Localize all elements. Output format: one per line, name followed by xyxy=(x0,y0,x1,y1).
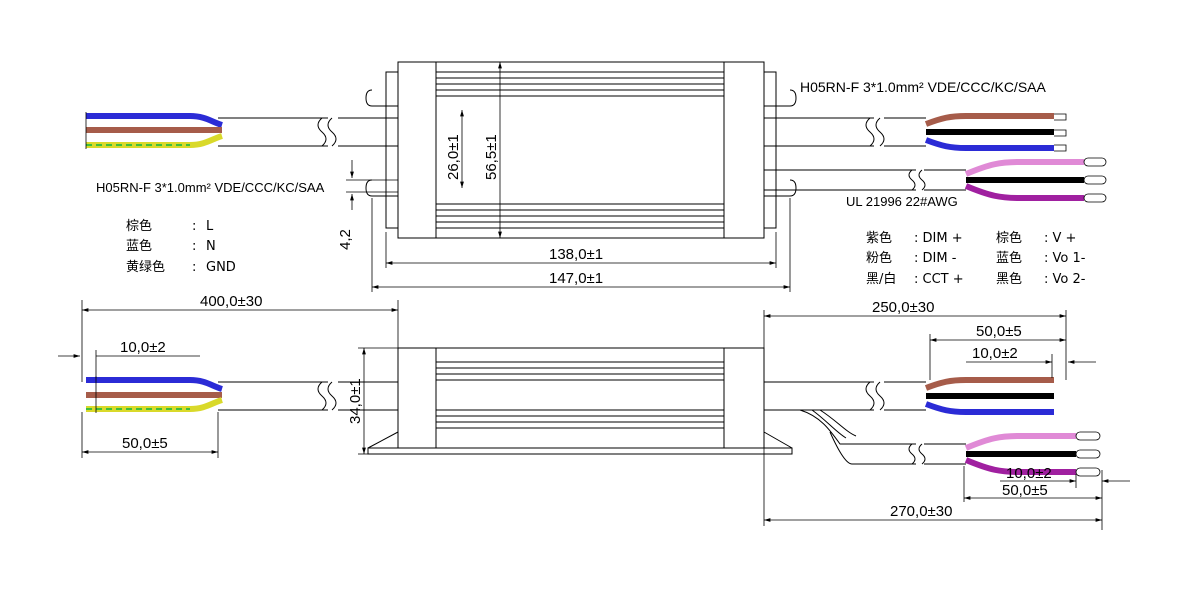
legend-signal: : Vo 1- xyxy=(1044,251,1086,266)
dim-signal-jacket-label: 50,0±5 xyxy=(1002,482,1048,499)
dim-output-strip-label: 10,0±2 xyxy=(972,345,1018,362)
legend-color: 黑色 xyxy=(996,271,1022,287)
output-legend: 紫色 : DIM + 棕色 : V + 粉色 : DIM - 蓝色 : Vo 1… xyxy=(866,230,1086,287)
top-output-cable xyxy=(764,117,926,147)
dim-output-strip: 10,0±2 xyxy=(966,345,1096,378)
legend-color: 粉色 xyxy=(866,250,892,266)
dim-body-length: 138,0±1 xyxy=(385,232,777,268)
top-view: 26,0±1 56,5±1 4,2 138,0±1 147,0±1 H05RN-… xyxy=(85,61,1107,292)
legend-sep: : xyxy=(192,219,196,234)
legend-color: 蓝色 xyxy=(996,250,1022,266)
dim-signal-cable: 270,0±30 xyxy=(763,448,1102,526)
dim-input-jacket-label: 50,0±5 xyxy=(122,435,168,452)
legend-signal: : DIM + xyxy=(914,231,963,246)
legend-sep: : xyxy=(192,239,196,254)
legend-sep: : xyxy=(192,260,196,275)
dim-signal-strip: 10,0±2 xyxy=(1000,465,1130,488)
dim-outer-height-label: 56,5±1 xyxy=(483,134,500,180)
dim-side-height: 34,0±1 xyxy=(347,347,398,455)
dim-input-strip: 10,0±2 xyxy=(58,339,200,378)
signal-cable-spec: UL 21996 22#AWG xyxy=(846,194,958,209)
dim-input-strip-label: 10,0±2 xyxy=(120,339,166,356)
legend-color: 黄绿色 xyxy=(126,259,165,275)
dim-input-cable: 400,0±30 xyxy=(81,293,399,382)
dim-total-length-label: 147,0±1 xyxy=(549,270,603,287)
side-input-cable xyxy=(218,381,398,411)
legend-signal: L xyxy=(206,219,214,234)
legend-color: 棕色 xyxy=(996,230,1022,246)
legend-color: 黑/白 xyxy=(866,271,896,287)
dim-body-length-label: 138,0±1 xyxy=(549,246,603,263)
dim-tab-label: 4,2 xyxy=(337,229,354,250)
legend-signal: : Vo 2- xyxy=(1044,272,1086,287)
dim-signal-cable-label: 270,0±30 xyxy=(890,503,952,520)
dim-signal-strip-label: 10,0±2 xyxy=(1006,465,1052,482)
dim-output-cable-label: 250,0±30 xyxy=(872,299,934,316)
dim-output-jacket-label: 50,0±5 xyxy=(976,323,1022,340)
dim-output-jacket: 50,0±5 xyxy=(929,323,1066,380)
dim-output-cable: 250,0±30 xyxy=(763,299,1067,380)
cable-spec-output: H05RN-F 3*1.0mm² VDE/CCC/KC/SAA xyxy=(800,79,1046,95)
dim-input-cable-label: 400,0±30 xyxy=(200,293,262,310)
input-legend: 棕色 : L 蓝色 : N 黄绿色 : GND xyxy=(126,218,236,275)
legend-color: 棕色 xyxy=(126,218,152,234)
top-signal-cable xyxy=(764,157,1107,203)
dim-inner-height-label: 26,0±1 xyxy=(445,134,462,180)
dim-side-height-label: 34,0±1 xyxy=(347,378,364,424)
side-output-cable xyxy=(764,377,1054,415)
side-input-wires xyxy=(86,376,223,413)
dim-total-length: 147,0±1 xyxy=(371,198,791,292)
dim-tab: 4,2 xyxy=(337,160,398,250)
side-housing xyxy=(367,347,793,455)
top-housing xyxy=(365,61,797,239)
cable-spec-input: H05RN-F 3*1.0mm² VDE/CCC/KC/SAA xyxy=(96,180,325,195)
legend-signal: : CCT + xyxy=(914,272,964,287)
top-output-wires xyxy=(924,113,1067,152)
legend-signal: GND xyxy=(206,260,236,275)
top-input-cable xyxy=(218,117,398,147)
top-input-wires xyxy=(85,112,223,149)
side-signal-cable xyxy=(799,409,1101,477)
legend-signal: : DIM - xyxy=(914,251,957,266)
legend-color: 紫色 xyxy=(866,230,892,246)
dim-inner-height: 26,0±1 xyxy=(445,110,464,188)
side-view: 400,0±30 10,0±2 50,0±5 34,0±1 250,0±30 xyxy=(58,293,1130,530)
legend-signal: N xyxy=(206,239,216,254)
dim-outer-height: 56,5±1 xyxy=(483,62,502,238)
dim-input-jacket: 50,0±5 xyxy=(81,412,219,458)
legend-signal: : V + xyxy=(1044,231,1076,246)
legend-color: 蓝色 xyxy=(126,238,152,254)
